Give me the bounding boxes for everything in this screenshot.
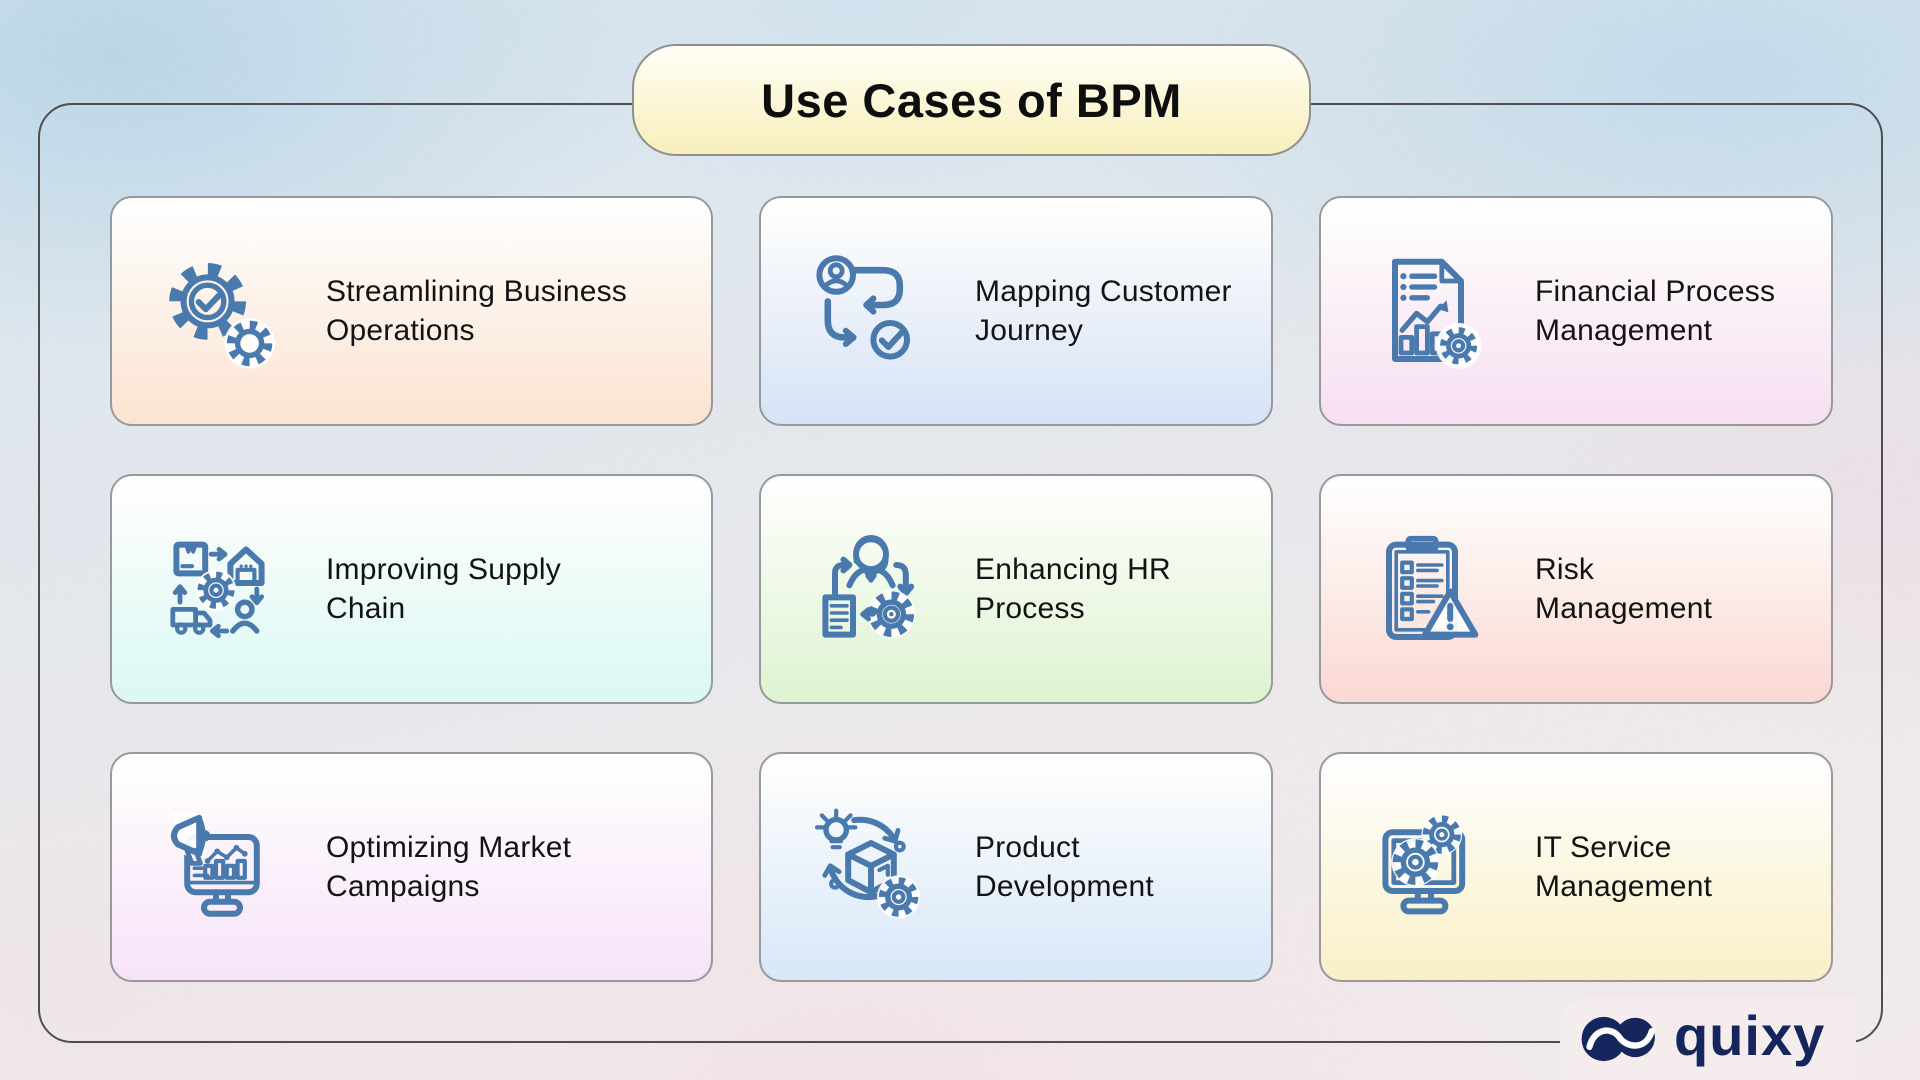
- card-financial-process-management: Financial Process Management: [1319, 196, 1833, 426]
- card-product-development: Product Development: [759, 752, 1273, 982]
- card-label: Optimizing Market Campaigns: [326, 831, 572, 903]
- risk-checklist-warning-icon: [1371, 529, 1491, 649]
- page-title: Use Cases of BPM: [761, 73, 1182, 127]
- quixy-logo-text: quixy: [1674, 1003, 1826, 1067]
- card-optimizing-market-campaigns: Optimizing Market Campaigns: [110, 752, 713, 982]
- card-label: Improving Supply Chain: [326, 553, 561, 625]
- card-streamlining-business-operations: Streamlining Business Operations: [110, 196, 713, 426]
- use-case-grid: Streamlining Business Operations Mapping…: [110, 196, 1833, 982]
- card-mapping-customer-journey: Mapping Customer Journey: [759, 196, 1273, 426]
- card-enhancing-hr-process: Enhancing HR Process: [759, 474, 1273, 704]
- title-pill: Use Cases of BPM: [632, 44, 1311, 156]
- quixy-logo-icon: [1580, 1011, 1662, 1067]
- hr-person-gear-icon: [811, 529, 931, 649]
- marketing-megaphone-chart-icon: [162, 807, 282, 927]
- card-label: Mapping Customer Journey: [975, 275, 1232, 347]
- card-improving-supply-chain: Improving Supply Chain: [110, 474, 713, 704]
- product-box-cycle-icon: [811, 807, 931, 927]
- customer-journey-icon: [811, 251, 931, 371]
- card-it-service-management: IT Service Management: [1319, 752, 1833, 982]
- financial-report-gear-icon: [1371, 251, 1491, 371]
- card-label: IT Service Management: [1535, 831, 1713, 903]
- card-label: Product Development: [975, 831, 1154, 903]
- it-monitor-gears-icon: [1371, 807, 1491, 927]
- supply-chain-cycle-icon: [162, 529, 282, 649]
- card-label: Enhancing HR Process: [975, 553, 1171, 625]
- card-label: Financial Process Management: [1535, 275, 1776, 347]
- card-risk-management: Risk Management: [1319, 474, 1833, 704]
- quixy-logo: quixy: [1560, 998, 1856, 1080]
- gears-check-icon: [162, 251, 282, 371]
- card-label: Streamlining Business Operations: [326, 275, 628, 347]
- card-label: Risk Management: [1535, 553, 1713, 625]
